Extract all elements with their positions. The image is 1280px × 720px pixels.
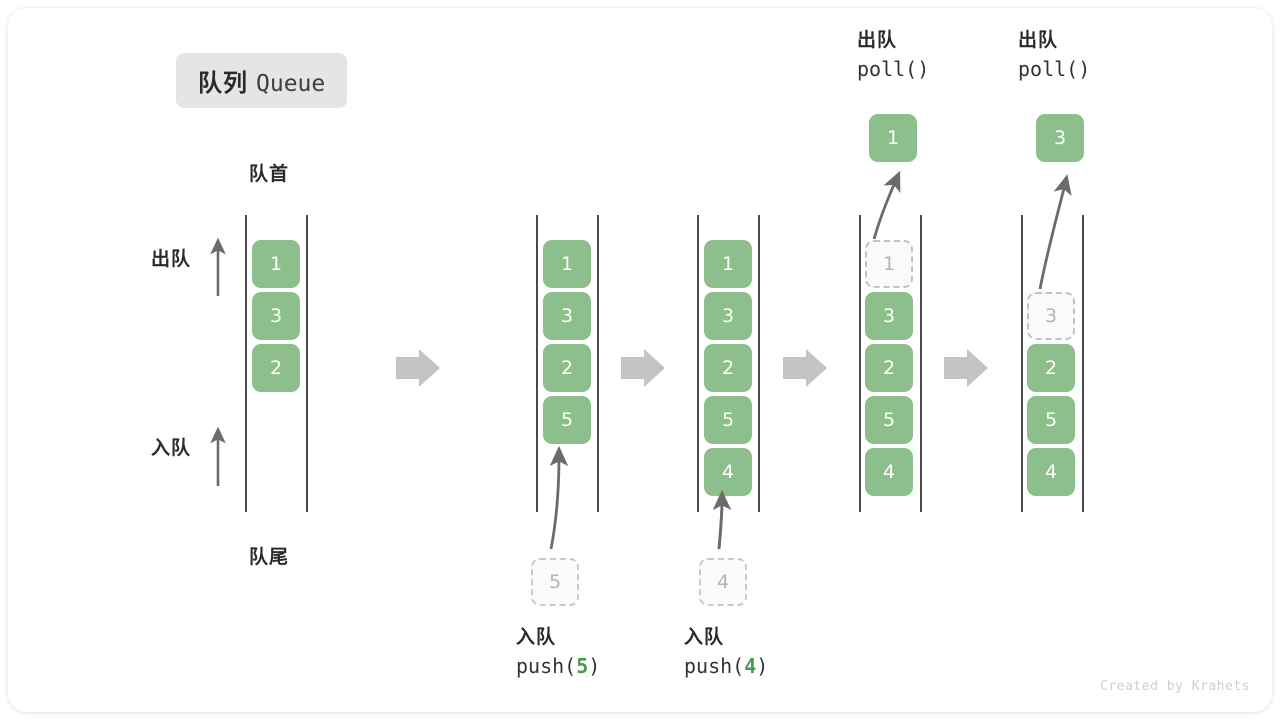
- queue-cell: 1: [704, 240, 752, 288]
- op-push5-arg: 5: [576, 654, 589, 678]
- op-label-poll2-fn: poll(): [1018, 57, 1091, 81]
- poll2-arrow: [1038, 174, 1072, 290]
- queue-cell: 4: [1027, 448, 1075, 496]
- push4-arrow: [712, 489, 732, 550]
- queue-cell: 3: [543, 292, 591, 340]
- queue-cell: 5: [543, 396, 591, 444]
- rail-right-col2: [758, 215, 760, 512]
- queue-cell: 5: [704, 396, 752, 444]
- op-push5-close: ): [588, 654, 601, 678]
- rail-right-col1: [597, 215, 599, 512]
- title-cn: 队列: [198, 70, 248, 97]
- title-badge: 队列 Queue: [176, 53, 348, 108]
- label-queue-tail: 队尾: [249, 547, 290, 568]
- rail-left-col1: [536, 215, 538, 512]
- op-label-poll2-cn: 出队: [1018, 30, 1059, 51]
- ejected-cell-col3: 1: [869, 114, 917, 162]
- queue-cell: 3: [252, 292, 300, 340]
- queue-cell: 3: [865, 292, 913, 340]
- diagram-card: 队列 Queue 队首 队尾 出队 入队 1 3 2 1 3 2 5 5 入队 p…: [8, 8, 1272, 712]
- rail-right-col0: [306, 215, 308, 512]
- credit-text: Created by Krahets: [1100, 679, 1250, 694]
- rail-right-col3: [920, 215, 922, 512]
- poll1-arrow: [872, 170, 901, 240]
- queue-cell: 2: [704, 344, 752, 392]
- op-label-push4-cn: 入队: [684, 627, 725, 648]
- op-label-poll1-fn: poll(): [857, 57, 930, 81]
- op-label-push4: 入队 push(4): [684, 625, 768, 681]
- queue-cell: 1: [252, 240, 300, 288]
- op-push4-arg: 4: [744, 654, 757, 678]
- label-queue-head: 队首: [249, 164, 290, 185]
- op-push4-fnname: push(: [684, 654, 745, 678]
- rail-right-col4: [1082, 215, 1084, 512]
- queue-cell: 5: [1027, 396, 1075, 444]
- op-label-poll1: 出队 poll(): [857, 28, 929, 84]
- op-push4-close: ): [756, 654, 769, 678]
- push5-arrow: [549, 445, 569, 550]
- flow-arrow-4: [944, 349, 988, 387]
- ghost-cell-col3: 1: [865, 240, 913, 288]
- pending-cell-push5: 5: [531, 558, 579, 606]
- queue-cell: 4: [865, 448, 913, 496]
- queue-cell: 2: [252, 344, 300, 392]
- op-label-poll2: 出队 poll(): [1018, 28, 1090, 84]
- flow-arrow-3: [783, 349, 827, 387]
- rail-left-col3: [859, 215, 861, 512]
- queue-cell: 1: [543, 240, 591, 288]
- title-en: Queue: [256, 71, 326, 97]
- flow-arrow-2: [621, 349, 665, 387]
- label-enqueue-side: 入队: [151, 438, 192, 459]
- queue-cell: 2: [1027, 344, 1075, 392]
- queue-cell: 4: [704, 448, 752, 496]
- op-label-poll1-cn: 出队: [857, 30, 898, 51]
- ejected-cell-col4: 3: [1036, 114, 1084, 162]
- op-label-push5-fn: push(5): [516, 651, 600, 681]
- rail-left-col4: [1021, 215, 1023, 512]
- label-dequeue-side: 出队: [151, 249, 192, 270]
- rail-left-col0: [245, 215, 247, 512]
- op-push5-fnname: push(: [516, 654, 577, 678]
- rail-left-col2: [697, 215, 699, 512]
- queue-cell: 3: [704, 292, 752, 340]
- queue-cell: 2: [543, 344, 591, 392]
- ghost-cell-col4: 3: [1027, 292, 1075, 340]
- queue-cell: 2: [865, 344, 913, 392]
- op-label-push4-fn: push(4): [684, 651, 768, 681]
- op-label-push5-cn: 入队: [516, 627, 557, 648]
- flow-arrow-1: [396, 349, 440, 387]
- queue-cell: 5: [865, 396, 913, 444]
- pending-cell-push4: 4: [699, 558, 747, 606]
- op-label-push5: 入队 push(5): [516, 625, 600, 681]
